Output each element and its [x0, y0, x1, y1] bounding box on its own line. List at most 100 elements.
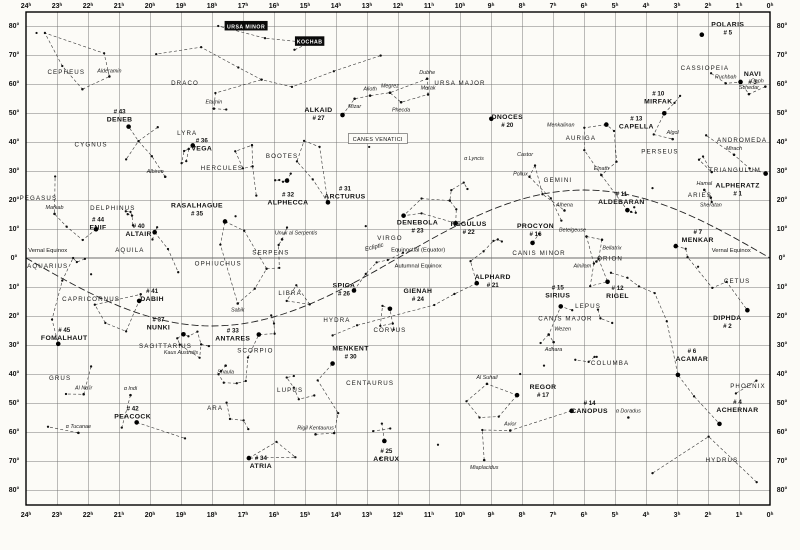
nav-star-number: # 17	[537, 392, 550, 399]
nav-star-dot	[126, 124, 131, 129]
star-dot	[71, 256, 75, 260]
axis-dec-right: 30°	[777, 341, 788, 349]
axis-dec-right: 70°	[777, 457, 788, 465]
constellation-line-carina	[481, 410, 572, 461]
axis-hour-top: 9h	[488, 2, 495, 10]
star-dot	[560, 219, 563, 222]
minor-star-label-mirach: Mirach	[726, 146, 742, 152]
nav-star-dot	[351, 288, 357, 293]
star-dot	[496, 238, 499, 241]
star-dot	[629, 210, 633, 214]
nav-star-number: # 14	[584, 400, 597, 407]
constellation-line-aquarius	[51, 257, 86, 344]
hour-suffix: h	[678, 2, 681, 7]
minor-star-label-alioth: Alioth	[362, 87, 377, 93]
axis-hour-top: 7h	[550, 2, 557, 10]
nav-star-name: CAPELLA	[619, 124, 654, 131]
nav-star-name: ALPHECCA	[268, 200, 309, 207]
star-dot	[379, 54, 382, 57]
constellation-line-lepus	[597, 309, 613, 324]
star-dot	[433, 303, 436, 307]
star-dot	[131, 224, 135, 227]
star-dot	[386, 258, 389, 262]
nav-star-name: ANTARES	[215, 336, 250, 343]
minor-star-label--tucanae: α Tucanae	[66, 424, 91, 430]
axis-dec-right: 50°	[777, 109, 788, 117]
nav-star-name: SPICA	[333, 282, 356, 289]
nav-star-dot	[675, 372, 681, 378]
star-dot	[420, 212, 423, 215]
nav-star-number: # 42	[127, 405, 140, 412]
nav-star-dot	[284, 178, 290, 183]
star-dot	[747, 92, 751, 96]
star-dot	[108, 75, 111, 78]
field-star-dot	[696, 265, 700, 268]
star-dot	[755, 379, 758, 382]
star-dot	[292, 386, 295, 389]
minor-star-label-merak: Merak	[421, 85, 436, 91]
hour-suffix: h	[60, 2, 63, 7]
star-dot	[497, 415, 500, 418]
hour-suffix: h	[153, 511, 156, 516]
nav-star-name: CANOPUS	[571, 408, 608, 415]
star-dot	[166, 247, 170, 251]
star-dot	[331, 334, 334, 337]
nav-star-name: FOMALHAUT	[41, 335, 88, 342]
star-dot	[508, 429, 512, 432]
minor-star-label-etamin: Etamin	[205, 100, 222, 106]
star-dot	[104, 321, 107, 325]
star-dot	[563, 209, 566, 212]
hour-suffix: h	[463, 511, 466, 516]
star-dot	[533, 164, 537, 167]
star-dot	[704, 134, 708, 137]
hour-suffix: h	[246, 2, 249, 7]
star-dot	[481, 428, 484, 432]
constellation-line-cepheus	[44, 32, 110, 90]
star-dot	[678, 94, 682, 98]
nav-star-name: ATRIA	[250, 463, 272, 470]
minor-star-label-markab: Markab	[46, 205, 64, 211]
minor-star-label-kaus-australis: Kaus Australis	[164, 350, 199, 356]
constellation-label-aquila: AQUILA	[115, 247, 144, 254]
nav-star-name: REGOR	[530, 384, 557, 391]
axis-hour-bottom: 0h	[767, 511, 774, 519]
hour-suffix: h	[370, 2, 373, 7]
nav-star-dot	[745, 307, 750, 313]
nav-star-number: # 21	[487, 282, 500, 289]
constellation-line-hydrus	[652, 436, 757, 483]
star-dot	[224, 364, 227, 367]
boxed-label-kochab: KOCHAB	[294, 36, 325, 46]
nav-star-dot	[330, 361, 335, 366]
star-dot	[615, 160, 618, 163]
hour-suffix: h	[91, 2, 94, 7]
star-dot	[755, 481, 758, 484]
constellation-label-serpens: SERPENS	[252, 250, 289, 257]
hour-suffix: h	[647, 2, 650, 7]
constellation-line-cetus	[675, 245, 748, 311]
constellation-line-ursa-major	[342, 78, 429, 116]
star-dot	[375, 261, 378, 264]
constellation-label-pegasus: PEGASUS	[20, 195, 58, 202]
star-dot	[420, 197, 423, 200]
star-dot	[684, 247, 687, 250]
axis-hour-bottom: 10h	[455, 511, 466, 519]
constellation-label-hercules: HERCULES	[201, 165, 244, 172]
constellation-line-bootes	[296, 140, 329, 203]
minor-star-label-menkalinan: Menkalinan	[547, 122, 575, 128]
nav-star-name: SIRIUS	[545, 292, 570, 299]
minor-star-label-avior: Avior	[503, 422, 516, 428]
axis-hour-top: 6h	[581, 2, 588, 10]
nav-star-number: # 37	[152, 316, 165, 323]
nav-star-dot	[340, 112, 345, 118]
hour-suffix: h	[554, 511, 557, 516]
axis-dec-left: 70°	[9, 457, 20, 465]
star-dot	[748, 167, 751, 170]
star-dot	[156, 126, 159, 129]
star-dot	[332, 70, 335, 73]
axis-hour-top: 11h	[424, 2, 434, 10]
axis-hour-bottom: 21h	[114, 511, 125, 519]
minor-star-label-miaplacidus: Miaplacidus	[470, 465, 499, 471]
star-dot	[465, 400, 468, 403]
